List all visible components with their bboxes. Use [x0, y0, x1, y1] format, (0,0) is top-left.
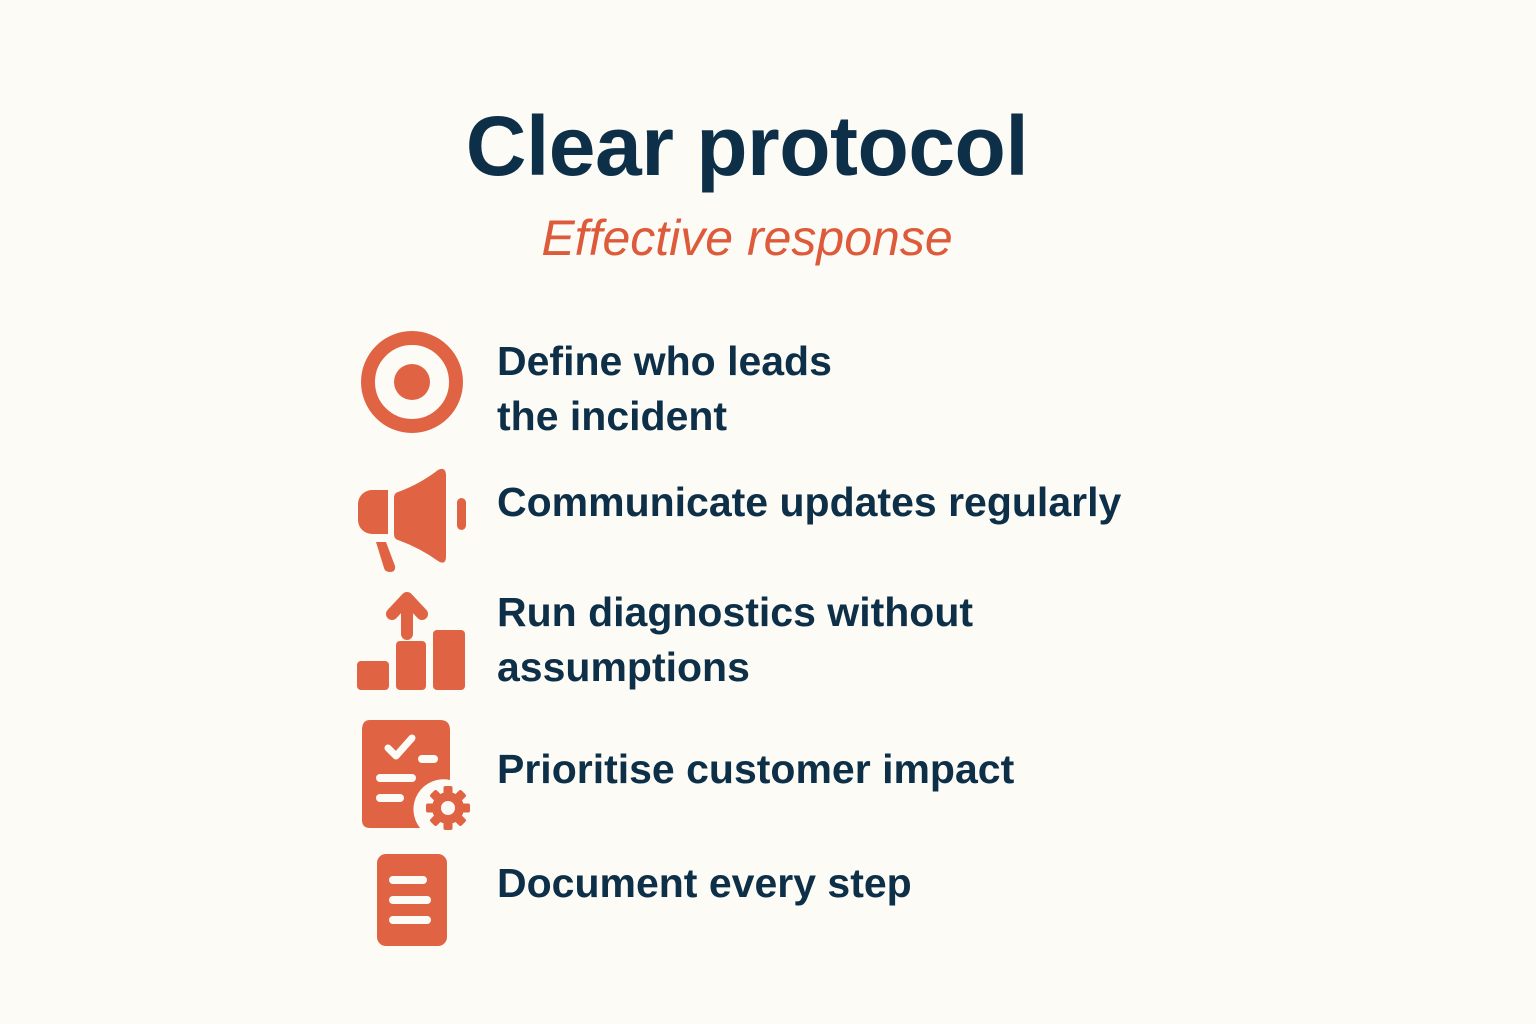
growth-chart-icon — [357, 592, 465, 690]
page-subtitle: Effective response — [541, 210, 953, 266]
document-icon — [377, 854, 447, 946]
item-label: Communicate updates regularly — [497, 479, 1122, 525]
page-title: Clear protocol — [465, 99, 1029, 193]
item-label: Run diagnostics without assumptions — [497, 589, 974, 690]
checklist-settings-icon — [362, 720, 470, 830]
item-label: Define who leads the incident — [497, 338, 832, 439]
item-label: Document every step — [497, 860, 912, 906]
megaphone-icon — [358, 468, 466, 572]
target-icon — [361, 331, 463, 433]
item-label: Prioritise customer impact — [497, 746, 1015, 792]
